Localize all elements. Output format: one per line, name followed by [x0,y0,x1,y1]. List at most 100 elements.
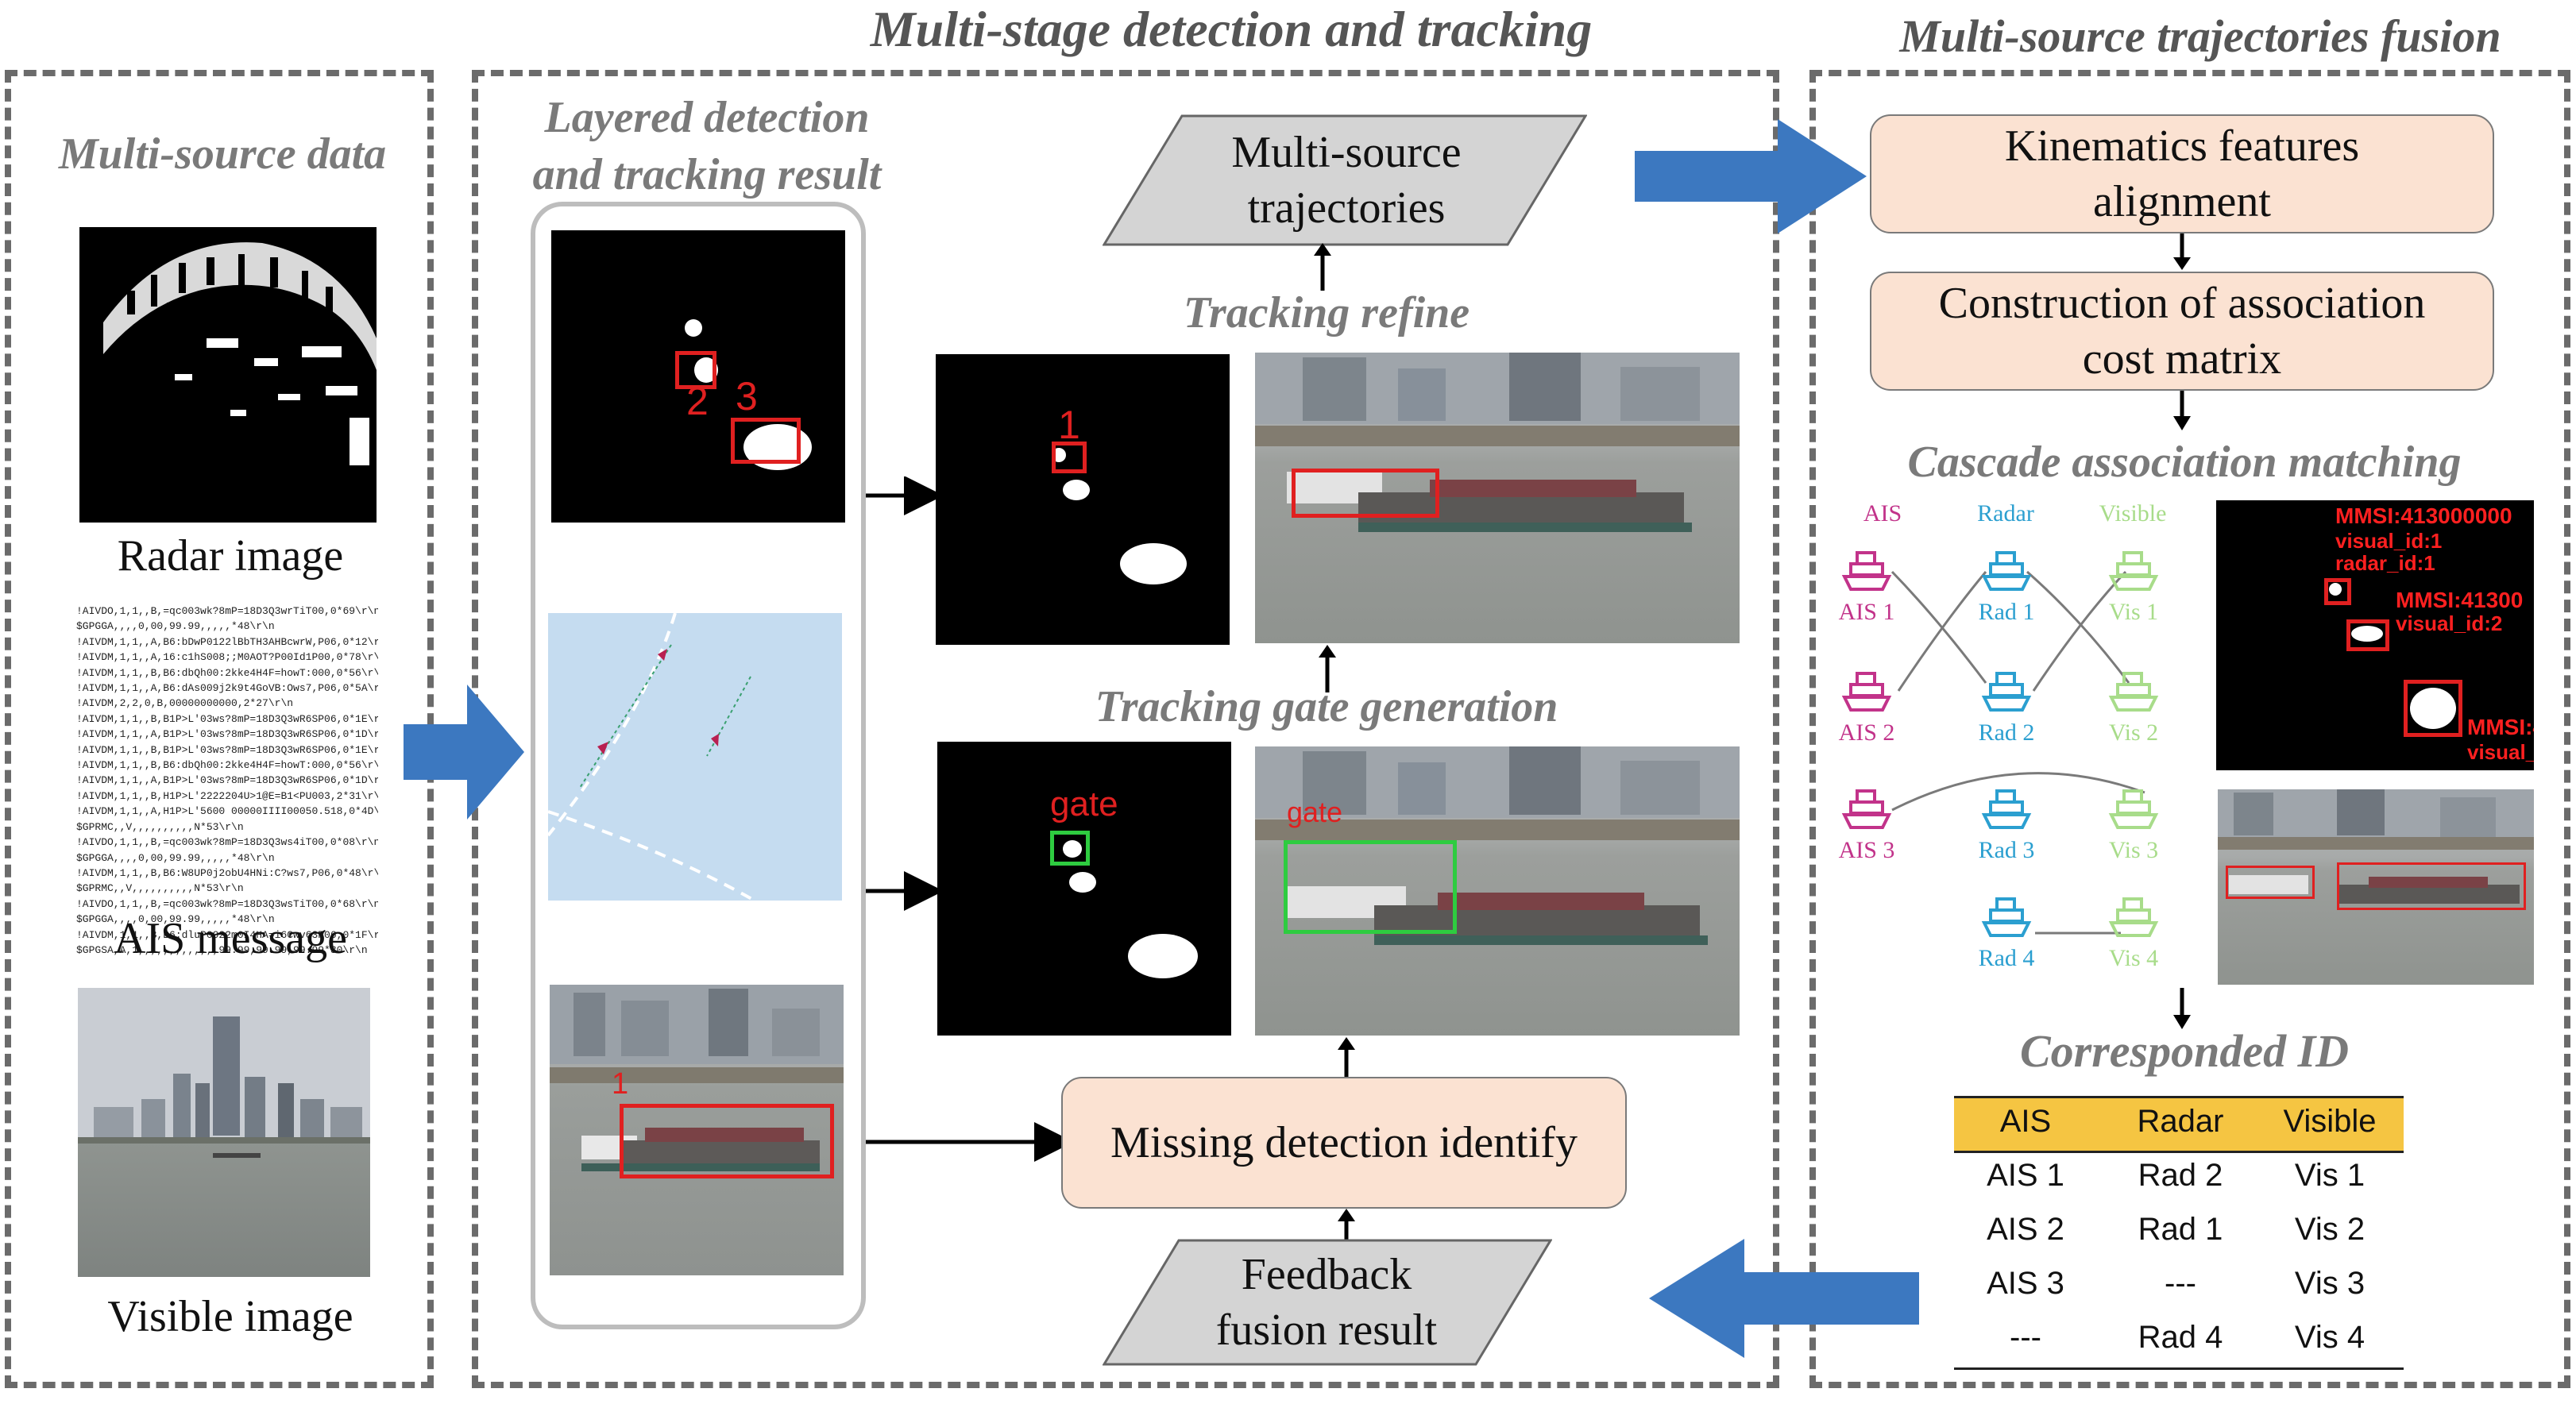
tracking-refine-title: Tracking refine [1183,288,1470,338]
visible-image-label: Visible image [107,1292,353,1341]
overlay-text-3: radar_id:1 [2335,551,2435,575]
table-header-visible: Visible [2283,1104,2377,1139]
fusion-visible-overlay [2218,789,2534,985]
ais-message-label: AIS message [114,914,347,963]
ship-label-radar: Rad 3 [1978,837,2035,863]
ais-message-log: !AIVDO,1,1,,B,=qc003wk?8mP=18D3Q3wrTiT00… [76,605,378,956]
cascade-header-visible: Visible [2099,500,2167,526]
refine-visible-bbox [1292,469,1439,518]
radar-image [79,227,377,523]
multi-source-trajectories-shape [1103,114,1587,246]
radar-id-2: 2 [686,379,709,423]
visible-scene [550,985,844,1171]
table-cell: Rad 2 [2138,1158,2223,1193]
ship-icon [2108,548,2159,600]
radar-pattern [103,242,377,465]
kinematics-down-arrow [2173,233,2191,270]
ship-label-visible: Vis 3 [2108,837,2159,863]
radar-image-label: Radar image [117,531,344,580]
layer-radar-detection: 2 3 [551,230,845,523]
table-cell: --- [2010,1320,2041,1355]
feedback-fusion-shape [1103,1239,1552,1366]
refine-id-1: 1 [1058,403,1080,447]
radar-id-3: 3 [736,374,758,418]
fusion-title: Multi-source trajectories fusion [1899,10,2501,62]
cascade-header-radar: Radar [1977,500,2034,526]
ship-label-radar: Rad 2 [1978,719,2035,746]
table-cell: Vis 1 [2294,1158,2366,1193]
table-cell: Rad 1 [2138,1212,2223,1247]
gate-visible-bbox [1284,840,1457,934]
refine-up-arrow [1314,243,1331,291]
layered-title-line1: Layered detection [544,93,870,142]
missing-detection-label: Missing detection identify [1110,1118,1578,1167]
overlay-text-2: visual_id:1 [2335,529,2443,553]
fusion-to-feedback-arrow [1649,1239,1919,1358]
ship-label-radar: Rad 4 [1978,945,2035,971]
refine-radar-image: 1 [936,354,1230,645]
ship-label-visible: Vis 4 [2108,945,2159,971]
overlay-text-4: MMSI:41300 [2396,588,2524,612]
cascade-down-arrow [2173,988,2191,1029]
layer-to-stage-arrows [866,476,1074,1162]
overlay-text-5: visual_id:2 [2396,611,2503,635]
corresponded-id-title: Corresponded ID [2019,1025,2350,1077]
ship-icon [1981,669,2032,720]
ship-label-ais: AIS 3 [1838,837,1895,863]
ship-icon [1981,894,2032,946]
table-bottom-rule [1954,1367,2404,1370]
gate-visible-label: gate [1287,796,1343,828]
ship-icon [2108,669,2159,720]
fusion-panel [1809,70,2570,1388]
ship-label-ais: AIS 1 [1838,599,1895,625]
detection-tracking-title: Multi-stage detection and tracking [870,1,1593,57]
gate-up-arrow [1319,645,1336,692]
table-cell: Rad 4 [2138,1320,2223,1355]
cascade-title: Cascade association matching [1907,438,2462,487]
city-skyline [78,1016,370,1158]
gate-label: gate [1050,785,1118,824]
fusion-radar-overlay: MMSI:413000000 visual_id:1 radar_id:1 MM… [2216,500,2534,770]
table-cell: AIS 3 [1987,1266,2064,1301]
ship-icon [1981,786,2032,838]
table-cell: Vis 3 [2294,1266,2366,1301]
layer-ais-map [548,613,842,901]
ais-track-map [548,613,755,901]
gate-bbox [1050,831,1090,866]
input-blue-arrow [404,685,524,820]
trajectories-to-fusion-arrow [1635,119,1867,233]
table-cell: AIS 1 [1987,1158,2064,1193]
gate-radar-image: gate [937,742,1231,1036]
table-header-row [1954,1096,2404,1153]
table-cell: Vis 4 [2294,1320,2366,1355]
cost-down-arrow [2173,391,2191,430]
table-cell: Vis 2 [2294,1212,2366,1247]
gate-visible-image: gate [1255,746,1740,1036]
table-header-ais: AIS [1999,1104,2052,1139]
ship-icon [1841,548,1892,600]
overlay-text-8: visual_id:3 [2467,740,2534,764]
table-cell: AIS 2 [1987,1212,2064,1247]
ship-icon [2108,894,2159,946]
radar-bbox-2 [675,351,716,389]
radar-bbox-3 [731,418,801,464]
layered-title-line2: and tracking result [532,150,882,199]
visible-id-1: 1 [612,1067,629,1101]
cascade-association-graph [1890,570,2145,935]
ship-label-visible: Vis 1 [2108,599,2159,625]
refine-bbox-1 [1052,442,1087,473]
refine-visible-image [1255,353,1740,643]
cascade-header-ais: AIS [1863,500,1902,526]
ship-icon [1981,548,2032,600]
gate-scene [1255,746,1740,945]
overlay-text-1: MMSI:413000000 [2335,503,2512,528]
tracking-gate-title: Tracking gate generation [1095,682,1558,731]
ship-label-radar: Rad 1 [1978,599,2035,625]
table-cell: --- [2165,1266,2196,1301]
ship-icon [1841,786,1892,838]
visible-bbox-1 [620,1104,834,1178]
